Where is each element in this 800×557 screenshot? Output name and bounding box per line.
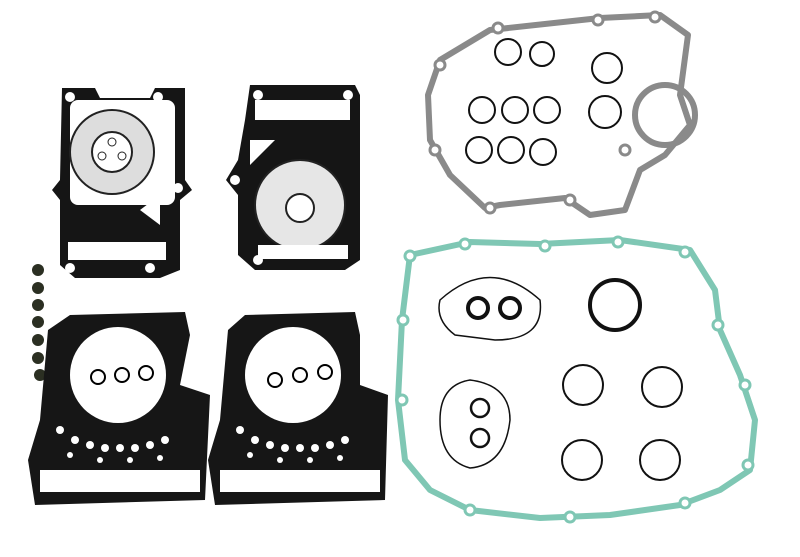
green-cover-gasket bbox=[395, 235, 758, 524]
base-gasket-right bbox=[226, 85, 360, 270]
head-gasket-left bbox=[28, 312, 210, 505]
valve-seals bbox=[32, 264, 46, 381]
base-gasket-left bbox=[52, 88, 192, 278]
o-rings bbox=[438, 38, 683, 481]
gray-cover-gasket bbox=[425, 10, 698, 218]
head-gasket-right bbox=[208, 312, 388, 505]
